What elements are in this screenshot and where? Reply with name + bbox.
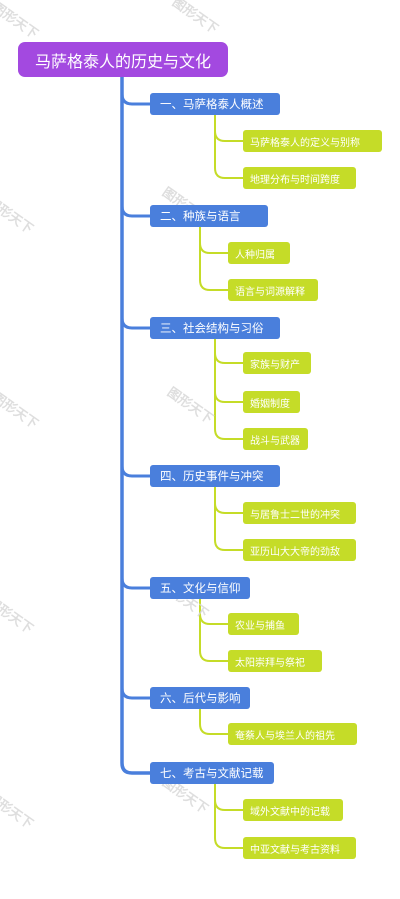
leaf-node[interactable]: 太阳崇拜与祭祀 xyxy=(228,650,322,672)
leaf-node[interactable]: 人种归属 xyxy=(228,242,290,264)
leaf-label: 亚历山大大帝的劲敌 xyxy=(250,546,340,558)
section-node[interactable]: 七、考古与文献记载 xyxy=(150,762,274,784)
section-connector xyxy=(120,92,152,106)
section-label: 六、后代与影响 xyxy=(160,691,241,705)
leaf-label: 域外文献中的记载 xyxy=(250,806,330,818)
leaf-label: 与居鲁士二世的冲突 xyxy=(250,509,340,521)
leaf-connector xyxy=(214,130,244,142)
section-connector xyxy=(120,316,152,330)
section-label: 四、历史事件与冲突 xyxy=(160,469,264,483)
leaf-label: 人种归属 xyxy=(235,249,275,261)
trunk-line xyxy=(120,75,152,775)
leaf-node[interactable]: 马萨格泰人的定义与别称 xyxy=(243,130,382,152)
leaf-label: 太阳崇拜与祭祀 xyxy=(235,657,305,669)
leaf-label: 战斗与武器 xyxy=(250,435,300,447)
leaf-label: 地理分布与时间跨度 xyxy=(250,174,340,186)
leaf-label: 中亚文献与考古资料 xyxy=(250,844,340,856)
leaf-node[interactable]: 中亚文献与考古资料 xyxy=(243,837,356,859)
leaf-label: 婚姻制度 xyxy=(250,398,290,410)
section-connector xyxy=(120,204,152,218)
section-node[interactable]: 五、文化与信仰 xyxy=(150,577,250,599)
root-node[interactable]: 马萨格泰人的历史与文化 xyxy=(18,42,228,77)
section-label: 一、马萨格泰人概述 xyxy=(160,97,264,111)
section-label: 二、种族与语言 xyxy=(160,209,241,223)
section-node[interactable]: 二、种族与语言 xyxy=(150,205,268,227)
leaf-connector xyxy=(199,242,229,254)
leaf-branch-line xyxy=(199,226,229,291)
leaf-node[interactable]: 地理分布与时间跨度 xyxy=(243,167,356,189)
leaf-label: 语言与词源解释 xyxy=(235,286,305,298)
leaf-node[interactable]: 域外文献中的记载 xyxy=(243,799,343,821)
leaf-branch-line xyxy=(214,486,244,551)
section-label: 七、考古与文献记载 xyxy=(160,766,264,780)
leaf-label: 家族与财产 xyxy=(250,359,300,371)
leaf-branch-line xyxy=(199,598,229,662)
leaf-connector xyxy=(214,502,244,514)
leaf-connector xyxy=(214,352,244,364)
section-connector xyxy=(120,686,152,700)
leaf-node[interactable]: 与居鲁士二世的冲突 xyxy=(243,502,356,524)
leaf-node[interactable]: 语言与词源解释 xyxy=(228,279,318,301)
leaf-node[interactable]: 婚姻制度 xyxy=(243,391,300,413)
leaf-branch-line xyxy=(199,708,229,735)
leaf-node[interactable]: 亚历山大大帝的劲敌 xyxy=(243,539,356,561)
leaf-node[interactable]: 农业与捕鱼 xyxy=(228,613,299,635)
leaf-connector xyxy=(199,613,229,625)
section-node[interactable]: 四、历史事件与冲突 xyxy=(150,465,280,487)
leaf-node[interactable]: 家族与财产 xyxy=(243,352,311,374)
section-node[interactable]: 一、马萨格泰人概述 xyxy=(150,93,280,115)
section-node[interactable]: 三、社会结构与习俗 xyxy=(150,317,280,339)
leaf-branch-line xyxy=(214,114,244,179)
leaf-branch-line xyxy=(214,783,244,849)
section-connector xyxy=(120,464,152,478)
section-label: 五、文化与信仰 xyxy=(160,581,241,595)
leaf-connector xyxy=(214,799,244,811)
section-node[interactable]: 六、后代与影响 xyxy=(150,687,250,709)
leaf-label: 农业与捕鱼 xyxy=(235,620,285,632)
root-title: 马萨格泰人的历史与文化 xyxy=(34,51,211,71)
section-label: 三、社会结构与习俗 xyxy=(160,321,264,335)
leaf-label: 奄蔡人与埃兰人的祖先 xyxy=(235,730,335,742)
section-connector xyxy=(120,576,152,590)
leaf-node[interactable]: 奄蔡人与埃兰人的祖先 xyxy=(228,723,357,745)
leaf-branch-line xyxy=(214,338,244,440)
leaf-label: 马萨格泰人的定义与别称 xyxy=(250,137,360,149)
leaf-connector xyxy=(214,391,244,403)
leaf-node[interactable]: 战斗与武器 xyxy=(243,428,308,450)
